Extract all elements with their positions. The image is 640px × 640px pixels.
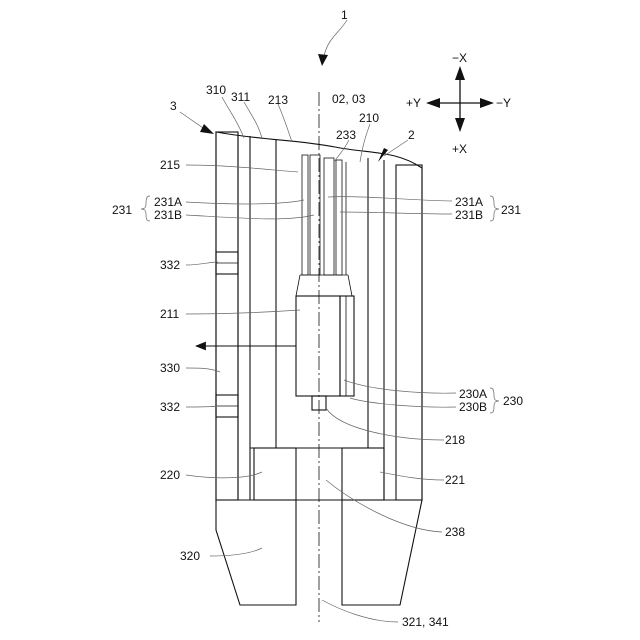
label-231-right: 231 [501,203,521,217]
brace-231-left [141,196,150,221]
label-211: 211 [160,307,179,321]
label-215: 215 [160,158,180,172]
label-238: 238 [445,525,465,539]
wire-231B-right [336,160,342,275]
label-2: 2 [408,128,415,142]
left-outer-wall [216,132,238,500]
axis-label-neg-x: −X [452,51,467,65]
label-320: 320 [180,549,200,563]
right-outer-wall [396,165,422,500]
label-330: 330 [160,361,180,375]
ref-3-leader [180,112,206,130]
leader-lines [186,97,456,622]
label-02-03: 02, 03 [332,92,366,106]
ref-2-leader [384,140,408,156]
label-3: 3 [170,99,177,113]
label-231B-right: 231B [455,208,483,222]
label-210: 210 [359,111,379,125]
label-218: 218 [445,433,465,447]
base-221 [342,448,384,500]
wire-taper [296,275,352,296]
axis-label-neg-y: −Y [496,96,511,110]
brace-230 [490,388,499,413]
lower-part-320-left [216,500,296,605]
element-230A [296,296,340,396]
label-230A: 230A [459,387,487,401]
wire-231B-left [310,155,320,275]
label-332-bottom: 332 [160,400,180,414]
label-230: 230 [503,394,523,408]
axis-indicator [426,66,494,132]
ref-3-arrowhead [200,124,214,134]
wire-231A-right [324,158,334,275]
wire-231A-left [302,155,308,275]
label-221: 221 [445,473,465,487]
label-332-top: 332 [160,258,180,272]
ref-2-arrowhead [378,148,388,162]
label-233: 233 [336,128,356,142]
brace-231-right [490,196,499,221]
base-220 [254,448,296,500]
lower-part-320-right [342,500,422,605]
label-231B-left: 231B [154,208,182,222]
label-230B: 230B [459,400,487,414]
label-231A-left: 231A [154,195,182,209]
label-321-341: 321, 341 [402,615,449,629]
label-220: 220 [160,468,180,482]
ref-1-leader [324,20,347,56]
axis-label-pos-x: +X [452,142,467,156]
label-213: 213 [268,93,288,107]
ref-1-arrowhead [318,54,328,66]
label-311: 311 [231,90,250,104]
axis-label-pos-y: +Y [406,96,421,110]
label-231-left: 231 [112,203,132,217]
label-310: 310 [206,83,226,97]
label-231A-right: 231A [455,195,483,209]
label-1: 1 [341,8,348,22]
